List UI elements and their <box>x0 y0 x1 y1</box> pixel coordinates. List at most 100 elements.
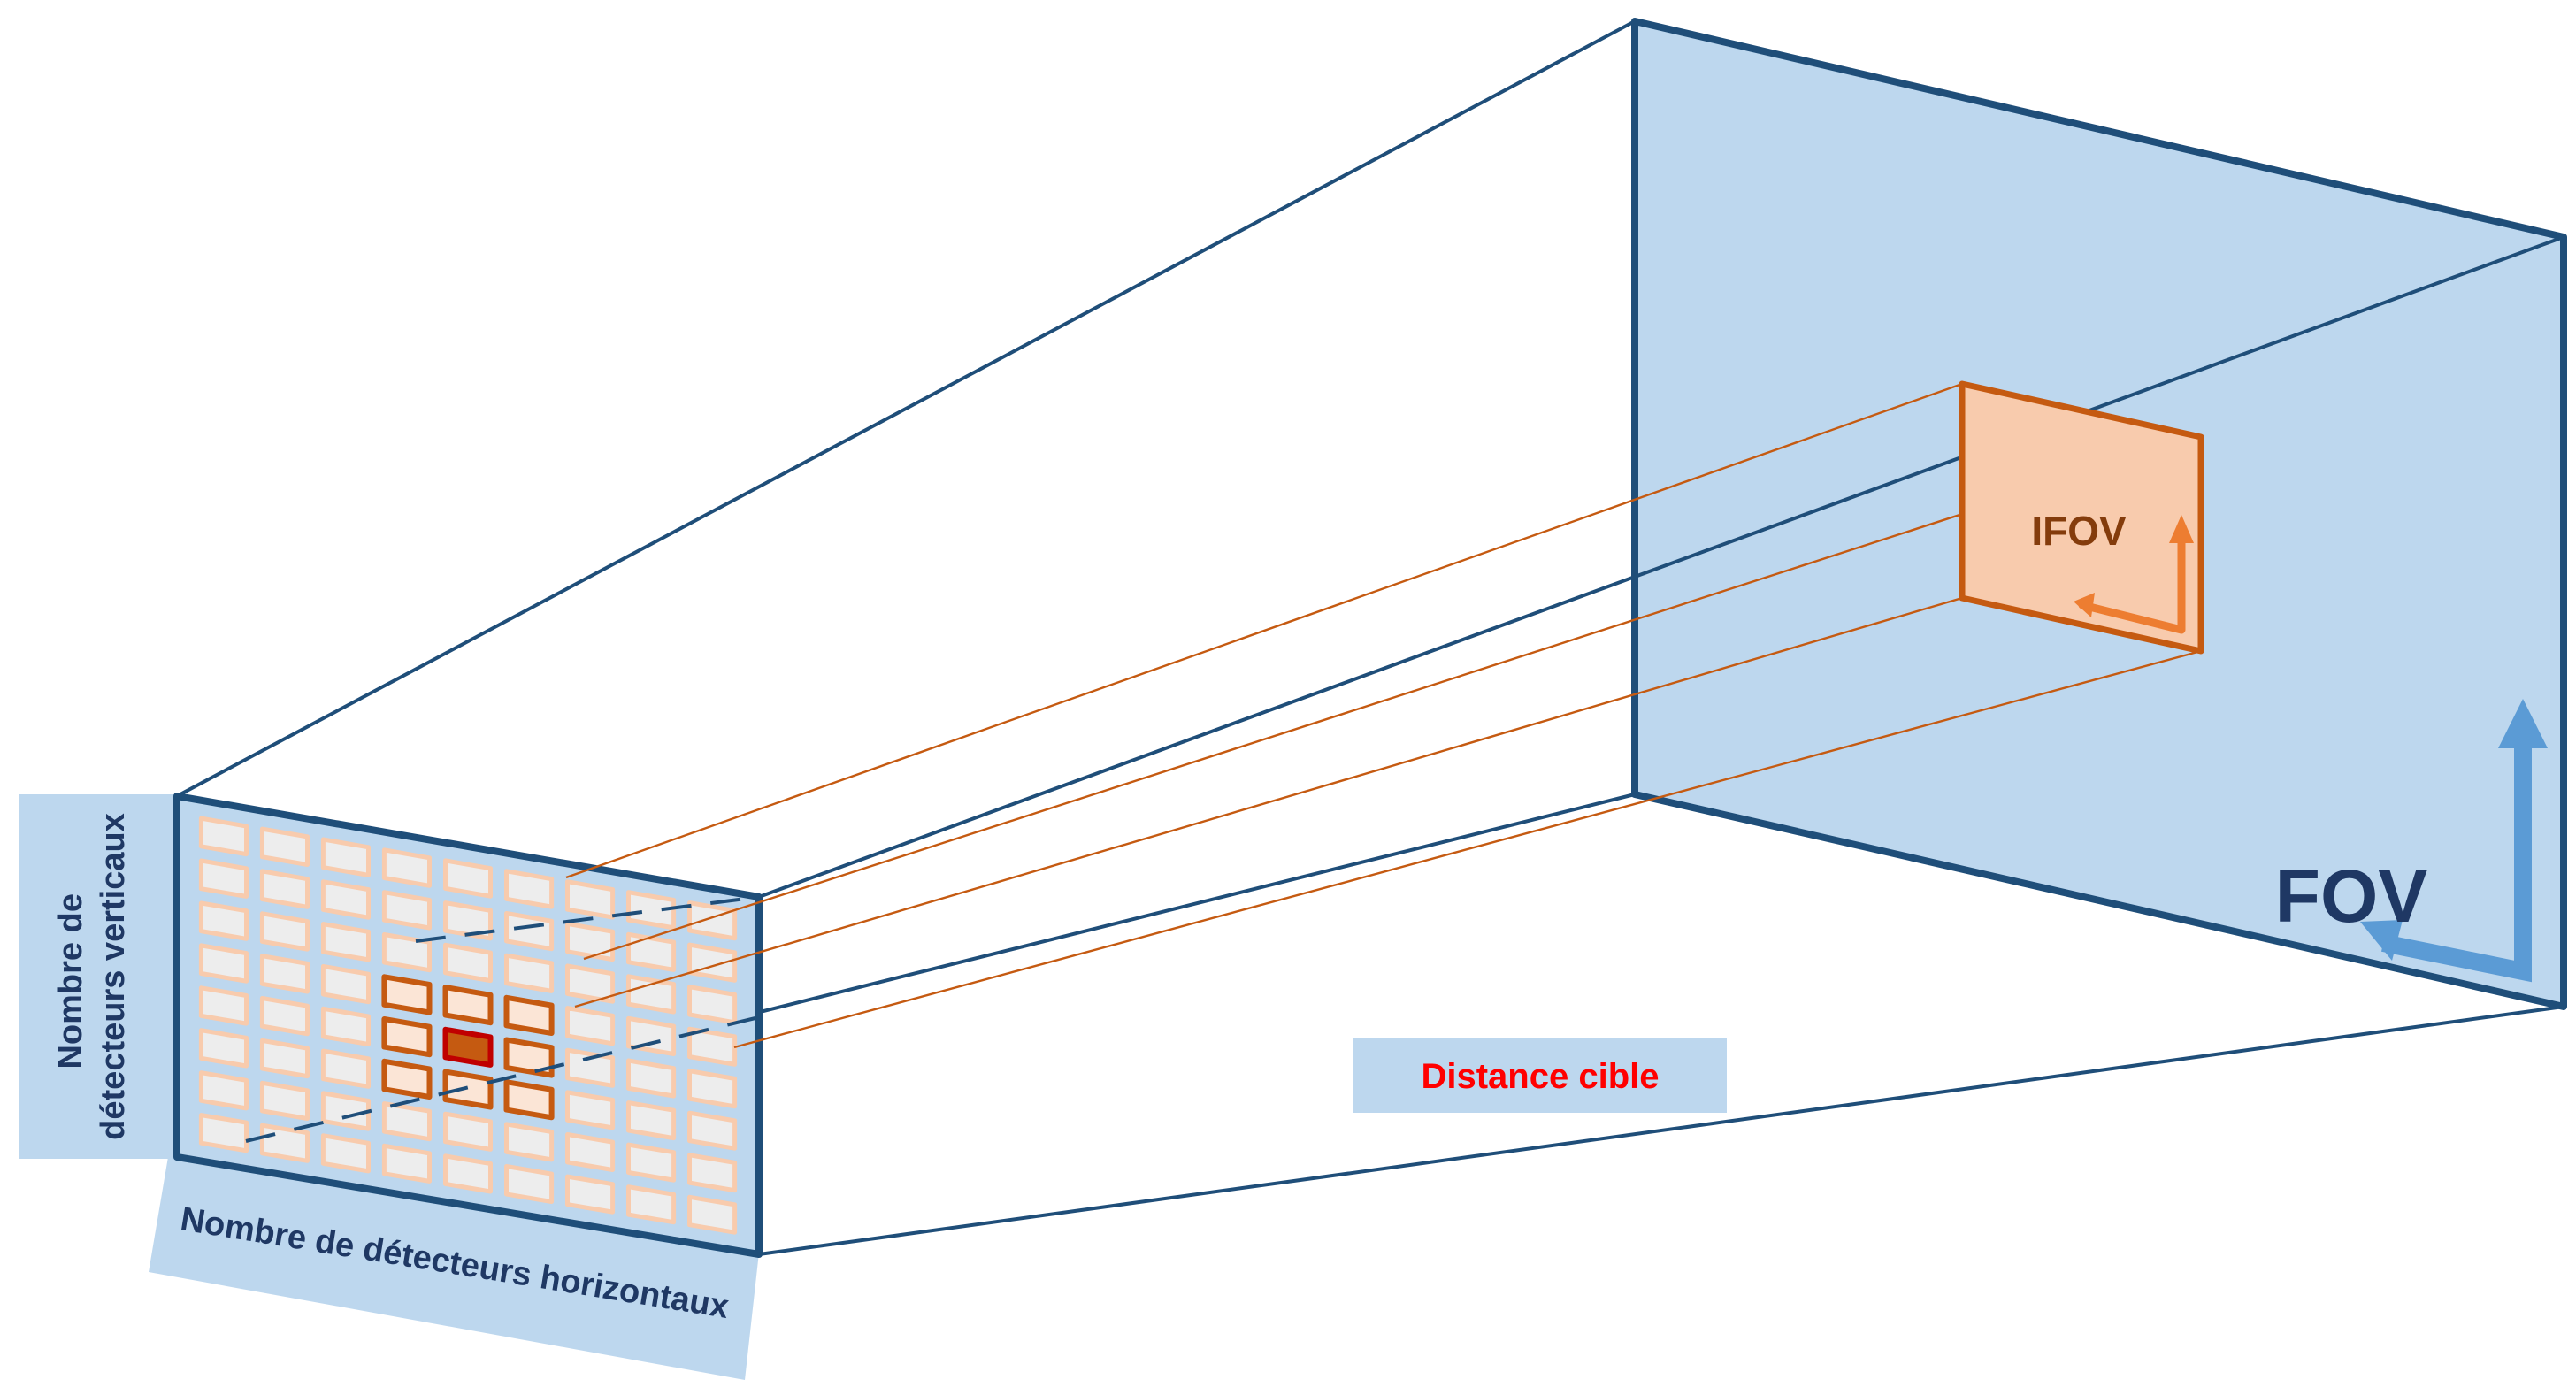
vertical-detectors-box <box>19 794 175 1159</box>
detector-cell-center <box>442 1026 494 1068</box>
detector-cell <box>381 890 432 931</box>
sensor-axis-line-lower <box>245 1015 760 1143</box>
frustum-edges <box>176 19 2564 1256</box>
detector-cell <box>443 858 493 899</box>
detector-cell <box>626 1100 677 1141</box>
detector-cell-highlighted <box>503 1079 555 1121</box>
detector-cell <box>565 1174 616 1215</box>
detector-cell-highlighted <box>381 1058 433 1100</box>
detector-cell <box>381 932 432 973</box>
fov-arrow-head-up <box>2498 699 2548 748</box>
detector-cell <box>565 879 616 920</box>
fov-label: FOV <box>2275 854 2428 938</box>
frustum-edge-top-left <box>176 19 1636 798</box>
detector-cell <box>198 1070 249 1111</box>
detector-cell-highlighted <box>442 1069 494 1110</box>
detector-cell <box>198 858 249 899</box>
detector-cell <box>259 869 310 909</box>
detector-cell <box>687 1026 738 1067</box>
detector-cell <box>687 1153 738 1193</box>
ifov-label: IFOV <box>2031 508 2127 554</box>
detector-cell <box>259 996 310 1037</box>
detector-cell <box>198 1028 249 1069</box>
detector-cell <box>259 1080 310 1121</box>
detector-cell-highlighted <box>503 994 555 1036</box>
detector-cell <box>198 900 249 941</box>
ifov-arrow-head-up <box>2169 515 2194 543</box>
detector-cell <box>687 985 738 1025</box>
detector-cell <box>320 1006 371 1046</box>
detector-cell <box>381 1143 432 1184</box>
detector-cell <box>259 954 310 994</box>
detector-cell <box>198 1113 249 1153</box>
detector-cell <box>626 974 677 1015</box>
detector-cell <box>320 964 371 1005</box>
vertical-detectors-label: Nombre de détecteurs verticaux <box>52 813 132 1140</box>
detector-cell <box>626 1058 677 1099</box>
fov-arrow-icon <box>2381 745 2532 983</box>
detector-cell <box>320 1048 371 1089</box>
detector-cell <box>320 922 371 962</box>
detector-cell <box>565 921 616 962</box>
detector-cell <box>259 826 310 867</box>
detector-cell <box>504 1164 555 1204</box>
detector-cell <box>504 869 555 909</box>
fov-arrow-head-left <box>2360 920 2403 961</box>
detector-cell-highlighted <box>381 974 433 1015</box>
ifov-ray-2 <box>583 435 2202 961</box>
detector-cell <box>259 1123 310 1163</box>
frustum-edge-top-right <box>758 235 2564 899</box>
vertical-detectors-label-line2: détecteurs verticaux <box>95 813 132 1140</box>
detector-cell <box>687 942 738 983</box>
detector-cell <box>565 1006 616 1046</box>
detector-cell <box>443 1111 493 1152</box>
detector-cell <box>198 985 249 1026</box>
ifov-arrow-head-left <box>2074 593 2095 617</box>
detector-cell-highlighted <box>442 985 494 1026</box>
sensor-axis-line-upper <box>415 895 760 943</box>
detector-cell <box>626 1142 677 1183</box>
detector-cell <box>381 847 432 888</box>
detector-cell <box>443 900 493 941</box>
frustum-edge-bottom-right <box>758 1005 2564 1256</box>
detector-cell <box>565 963 616 1004</box>
detector-cell <box>504 1122 555 1162</box>
detector-cell <box>626 890 677 931</box>
vertical-detectors-label-line1: Nombre de <box>52 893 89 1069</box>
detector-cell <box>687 900 738 941</box>
detector-cell <box>198 816 249 857</box>
detector-cell <box>381 1101 432 1142</box>
detector-cell-highlighted <box>503 1037 555 1078</box>
ifov-ray-4 <box>733 649 2202 1049</box>
detector-cell <box>320 837 371 877</box>
target-distance-label: Distance cible <box>1421 1057 1659 1096</box>
detector-cell <box>198 943 249 984</box>
detector-cell <box>626 1184 677 1225</box>
ifov-arrow-icon <box>2078 532 2186 634</box>
detector-cell <box>687 1194 738 1235</box>
sensor-axis-lines <box>245 895 760 1143</box>
detector-cell <box>565 1132 616 1172</box>
ifov-ray-1 <box>565 382 1963 879</box>
detector-cell <box>504 953 555 993</box>
detector-cell <box>687 1110 738 1151</box>
detector-cell <box>565 1090 616 1130</box>
detector-cell <box>626 931 677 972</box>
ifov-patch <box>1959 380 2204 655</box>
detector-cell <box>259 911 310 952</box>
ifov-rays <box>565 382 2202 1049</box>
target-distance-box <box>1353 1038 1727 1113</box>
detector-cell <box>320 1133 371 1174</box>
detector-cell <box>320 1091 371 1131</box>
detector-cell-highlighted <box>381 1016 433 1058</box>
horizontal-detectors-box <box>149 1157 759 1380</box>
detector-cell <box>443 942 493 984</box>
detector-cell <box>259 1038 310 1079</box>
detector-cell <box>443 1153 493 1194</box>
ifov-ray-3 <box>574 596 1963 1008</box>
detector-grid <box>198 816 738 1235</box>
detector-cell <box>320 879 371 920</box>
detector-cell <box>504 911 555 952</box>
detector-cell <box>687 1069 738 1109</box>
